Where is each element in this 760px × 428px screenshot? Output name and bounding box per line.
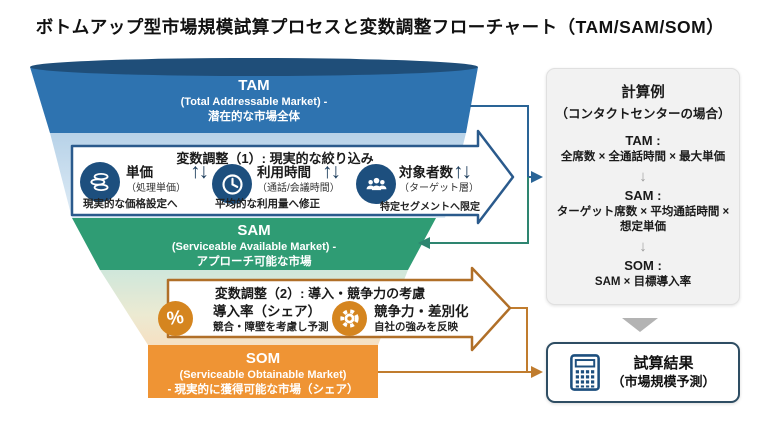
adj1-item1-note: 現実的な価格設定へ [83, 198, 178, 210]
adj1-item1-label: 単価 [126, 165, 153, 180]
result-label: 試算結果 [633, 355, 694, 373]
som-sub: (Serviceable Obtainable Market) [179, 368, 347, 381]
tam-desc: 潜在的な市場全体 [208, 110, 300, 123]
connector-result-arrowhead [531, 366, 543, 378]
calc-step-som-formula: SAM × 目標導入率 [594, 275, 692, 288]
adj1-item1-sub: （処理単価） [126, 183, 186, 194]
sam-sub: (Serviceable Available Market) - [171, 240, 337, 253]
connector-sam-arrowhead [418, 237, 430, 249]
calc-panel-subtitle: （コンタクトセンターの場合） [555, 107, 731, 121]
funnel-sam-segment [72, 218, 436, 270]
funnel-tam-segment [30, 67, 478, 133]
adj2-item1-note: 競合・障壁を考慮し予測 [213, 321, 329, 333]
calc-step-sam-formula: ターゲット席数 × 平均通話時間 × 想定単価 [556, 205, 730, 234]
sam-segment-label: SAM (Serviceable Available Market) - アプロ… [72, 222, 436, 269]
connector-adj2-to-result [378, 307, 531, 373]
adj1-item2-label: 利用時間 [257, 165, 311, 180]
tam-segment-label: TAM (Total Addressable Market) - 潜在的な市場全… [30, 77, 478, 124]
som-segment-label: SOM (Serviceable Obtainable Market) - 現実… [148, 350, 378, 397]
connector-calc-arrowhead [531, 171, 543, 183]
adjustment1-box [70, 129, 515, 225]
adj1-item2-note: 平均的な利用量へ修正 [215, 198, 320, 210]
connector-calc-to-sam [430, 177, 529, 244]
calc-step-tam-formula: 全席数 × 全通話時間 × 最大単価 [560, 151, 726, 163]
adj2-item1-label: 導入率（シェア） [213, 304, 321, 319]
funnel-som-segment [148, 345, 378, 398]
funnel-top-ellipse [30, 58, 478, 76]
calc-panel: 計算例 （コンタクトセンターの場合） TAM : 全席数 × 全通話時間 × 最… [546, 68, 740, 305]
percent-glyph: % [165, 306, 186, 330]
tam-sub: (Total Addressable Market) - [180, 95, 328, 108]
result-label-block: 試算結果 （市場規模予測） [611, 354, 715, 390]
som-desc: - 現実的に獲得可能な市場（シェア） [167, 383, 359, 396]
tam-name: TAM [238, 77, 270, 94]
sam-desc: アプローチ可能な市場 [196, 255, 312, 268]
gear-icon [332, 301, 367, 336]
adj1-item3-note: 特定セグメントへ限定 [380, 202, 480, 213]
adjustment1-title: 変数調整（1）: 現実的な絞り込み [176, 151, 374, 166]
clock-icon [212, 164, 252, 204]
percent-icon: % [158, 301, 193, 336]
calc-panel-title: 計算例 [621, 85, 665, 101]
adj1-item2-sub: （通話/会議時間） [257, 183, 340, 194]
som-name: SOM [245, 350, 281, 367]
adjustment2-title: 変数調整（2）: 導入・競争力の考慮 [214, 286, 426, 301]
page-title: ボトムアップ型市場規模試算プロセスと変数調整フローチャート（TAM/SAM/SO… [35, 17, 725, 37]
adj1-item3-label: 対象者数 [399, 165, 453, 180]
gray-down-arrow [622, 318, 658, 332]
adj2-item2-label: 競争力・差別化 [374, 304, 469, 319]
calc-step-som-label: SOM : [624, 257, 662, 273]
updown-arrows-icon: ↑↓ [190, 160, 209, 183]
down-arrow-icon: ↓ [639, 237, 647, 255]
calc-step-tam-label: TAM : [625, 133, 661, 148]
adj2-item2-note: 自社の強みを反映 [374, 321, 458, 333]
updown-arrows-icon: ↑↓ [322, 160, 341, 183]
people-icon [356, 164, 396, 204]
calc-step-sam-label: SAM : [624, 187, 662, 203]
calculator-icon [570, 354, 601, 391]
updown-arrows-icon: ↑↓ [453, 160, 472, 183]
result-box: 試算結果 （市場規模予測） [546, 342, 740, 403]
adj1-item3-sub: （ターゲット層） [399, 183, 479, 194]
coins-icon [80, 162, 120, 202]
down-arrow-icon: ↓ [639, 167, 647, 185]
sam-name: SAM [237, 222, 271, 239]
connector-tam-to-calc [470, 105, 531, 178]
result-sublabel: （市場規模予測） [611, 373, 716, 389]
